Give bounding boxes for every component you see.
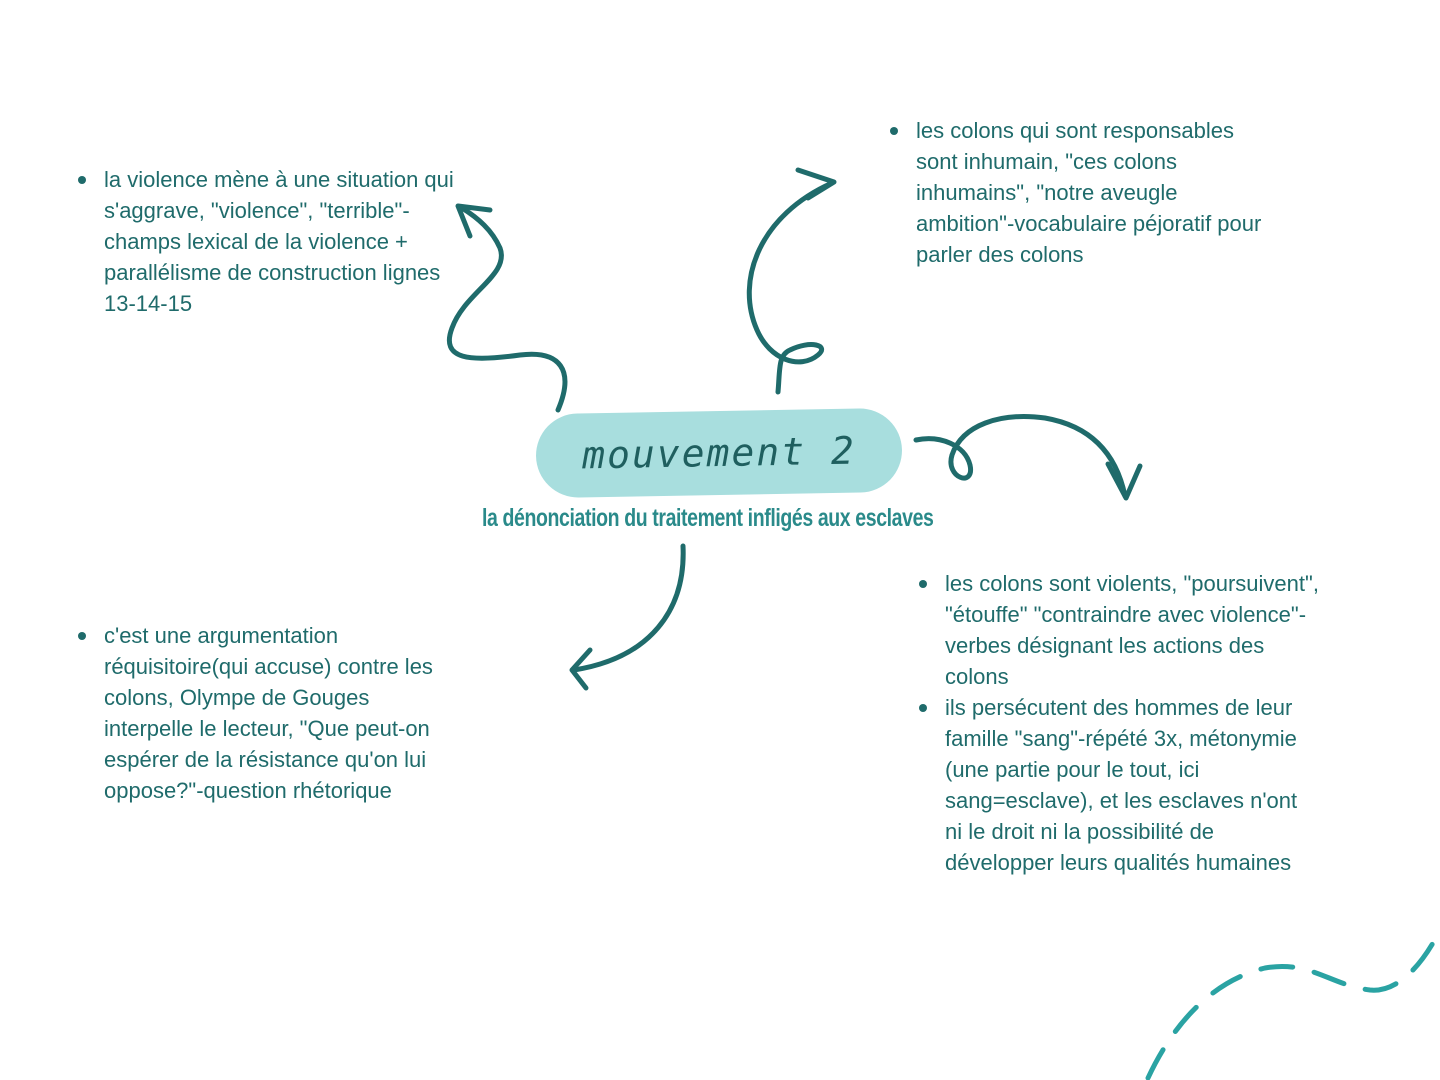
- central-topic-title: mouvement 2: [581, 428, 857, 478]
- note-bullet: ils persécutent des hommes de leur famil…: [919, 692, 1319, 878]
- dashed-decoration: [1145, 927, 1440, 1080]
- note-bullet: les colons qui sont responsables sont in…: [890, 115, 1270, 270]
- bottom-left-note: c'est une argumentation réquisitoire(qui…: [78, 620, 438, 806]
- note-bullet: c'est une argumentation réquisitoire(qui…: [78, 620, 438, 806]
- note-bullet: la violence mène à une situation qui s'a…: [78, 164, 458, 319]
- central-topic-bubble: mouvement 2: [535, 407, 903, 499]
- note-bullet: les colons sont violents, "poursuivent",…: [919, 568, 1319, 692]
- arrow-to-top-left-note: [446, 203, 568, 413]
- arrow-to-bottom-right-note: [913, 414, 1143, 501]
- bottom-right-note: les colons sont violents, "poursuivent",…: [919, 568, 1319, 878]
- central-topic-subtitle: la dénonciation du traitement infligés a…: [482, 504, 934, 532]
- top-left-note: la violence mène à une situation qui s'a…: [78, 164, 458, 319]
- top-right-note: les colons qui sont responsables sont in…: [890, 115, 1270, 270]
- arrow-to-bottom-left-note: [569, 543, 686, 691]
- arrow-to-top-right-note: [746, 167, 837, 395]
